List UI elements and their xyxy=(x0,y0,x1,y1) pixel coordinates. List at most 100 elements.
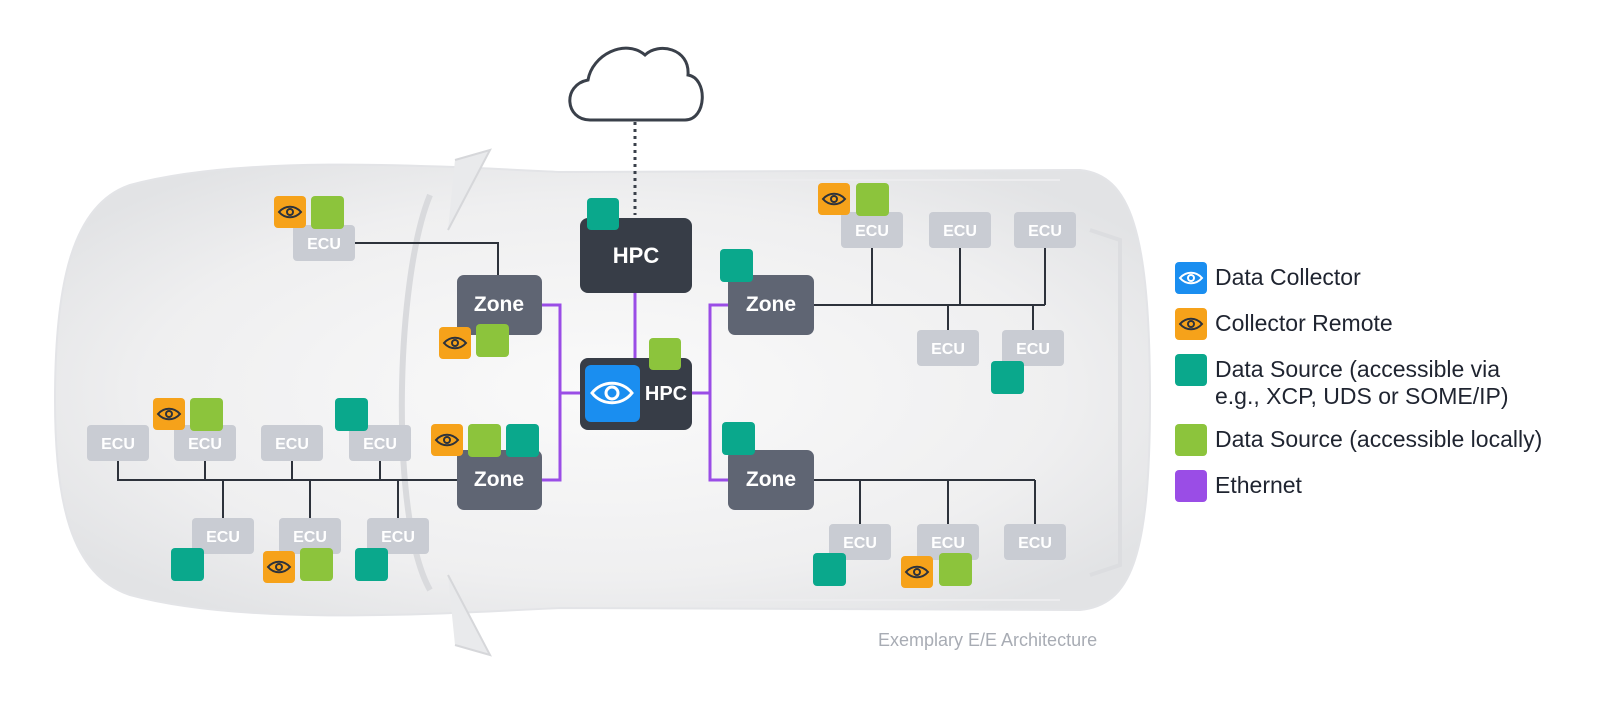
svg-text:ECU: ECU xyxy=(275,436,309,453)
hpc-top-label: HPC xyxy=(613,243,660,268)
data-source-remote-marker xyxy=(171,548,204,581)
hpc-center: HPC xyxy=(580,358,692,430)
ecu: ECU xyxy=(293,225,355,261)
collector-remote-marker xyxy=(901,556,933,588)
collector-remote-marker xyxy=(439,327,471,359)
data-source-local-marker xyxy=(468,424,501,457)
data-source-local-marker xyxy=(649,338,681,370)
ecu: ECU xyxy=(1004,524,1066,560)
ecu: ECU xyxy=(192,518,254,554)
eye-icon xyxy=(821,192,847,206)
collector-remote-swatch xyxy=(1175,308,1207,340)
ecu: ECU xyxy=(929,212,991,248)
ecu: ECU xyxy=(917,524,979,560)
legend-item-ethernet: Ethernet xyxy=(1175,470,1595,502)
svg-text:ECU: ECU xyxy=(1016,341,1050,358)
zone-label: Zone xyxy=(474,468,524,491)
collector-remote-marker xyxy=(274,196,306,228)
legend-label-line: Data Source (accessible via xyxy=(1215,356,1501,382)
ecu: ECU xyxy=(349,425,411,461)
legend-item-data-source-local: Data Source (accessible locally) xyxy=(1175,424,1595,456)
svg-text:ECU: ECU xyxy=(943,223,977,240)
legend-label: Data Collector xyxy=(1215,264,1361,290)
eye-icon xyxy=(266,560,292,574)
legend-item-collector-remote: Collector Remote xyxy=(1175,308,1595,340)
legend-label: Collector Remote xyxy=(1215,310,1393,336)
can-wiring xyxy=(117,242,1046,527)
zone-rear-right: Zone xyxy=(728,450,814,510)
data-collector-marker xyxy=(585,365,640,422)
ecu: ECU xyxy=(1002,330,1064,366)
ecu: ECU xyxy=(174,425,236,461)
ecu: ECU xyxy=(367,518,429,554)
svg-text:ECU: ECU xyxy=(188,436,222,453)
cloud-icon xyxy=(568,46,704,122)
ecu: ECU xyxy=(1014,212,1076,248)
data-source-remote-marker xyxy=(722,422,755,455)
data-source-remote-marker xyxy=(355,548,388,581)
zone-rear-left: Zone xyxy=(457,450,542,510)
legend-label: Data Source (accessible locally) xyxy=(1215,426,1543,452)
zone-label: Zone xyxy=(746,468,796,491)
data-source-local-marker xyxy=(939,553,972,586)
zone-label: Zone xyxy=(746,293,796,316)
svg-text:ECU: ECU xyxy=(931,341,965,358)
data-source-local-marker xyxy=(190,398,223,431)
hpc-center-label: HPC xyxy=(645,383,687,405)
svg-text:ECU: ECU xyxy=(843,535,877,552)
ecu: ECU xyxy=(279,518,341,554)
legend-item-data-collector: Data Collector xyxy=(1175,262,1595,294)
zone-label: Zone xyxy=(474,293,524,316)
eye-icon xyxy=(434,433,460,447)
data-source-local-marker xyxy=(300,548,333,581)
collector-remote-marker xyxy=(263,551,295,583)
data-source-remote-marker xyxy=(991,361,1024,394)
svg-text:ECU: ECU xyxy=(307,236,341,253)
svg-text:ECU: ECU xyxy=(293,529,327,546)
svg-text:ECU: ECU xyxy=(1028,223,1062,240)
ecu: ECU xyxy=(829,524,891,560)
ethernet-wiring xyxy=(540,293,728,482)
zone-front-right: Zone xyxy=(728,275,814,335)
ecu: ECU xyxy=(261,425,323,461)
eye-icon xyxy=(442,336,468,350)
collector-remote-marker xyxy=(153,398,185,430)
svg-text:ECU: ECU xyxy=(855,223,889,240)
eye-icon xyxy=(277,205,303,219)
ecu: ECU xyxy=(87,425,149,461)
data-source-remote-marker xyxy=(720,249,753,282)
collector-remote-marker xyxy=(431,424,463,456)
legend-label-line: e.g., XCP, UDS or SOME/IP) xyxy=(1215,383,1509,409)
ecu: ECU xyxy=(917,330,979,366)
data-source-remote-marker xyxy=(335,398,368,431)
data-source-remote-marker xyxy=(506,424,539,457)
data-source-remote-swatch xyxy=(1175,354,1207,386)
svg-text:ECU: ECU xyxy=(381,529,415,546)
data-source-remote-marker xyxy=(813,553,846,586)
legend-item-data-source-remote: Data Source (accessible via e.g., XCP, U… xyxy=(1175,354,1595,410)
collector-remote-marker xyxy=(818,183,850,215)
legend: Data Collector Collector Remote Data Sou… xyxy=(1175,262,1595,516)
diagram-caption: Exemplary E/E Architecture xyxy=(878,630,1098,650)
zone-front-left: Zone xyxy=(457,275,542,335)
data-source-local-marker xyxy=(856,183,889,216)
data-collector-swatch xyxy=(1175,262,1207,294)
svg-text:ECU: ECU xyxy=(1018,535,1052,552)
data-source-remote-marker xyxy=(587,198,619,230)
eye-icon xyxy=(156,407,182,421)
ecu: ECU xyxy=(841,212,903,248)
eye-icon xyxy=(1178,271,1204,285)
eye-icon xyxy=(904,565,930,579)
eye-icon xyxy=(1178,317,1204,331)
hpc-top: HPC xyxy=(580,218,692,293)
ethernet-swatch xyxy=(1175,470,1207,502)
data-source-local-marker xyxy=(476,324,509,357)
data-source-local-marker xyxy=(311,196,344,229)
legend-label: Data Source (accessible via e.g., XCP, U… xyxy=(1215,354,1509,410)
svg-text:ECU: ECU xyxy=(206,529,240,546)
legend-label: Ethernet xyxy=(1215,472,1302,498)
svg-text:ECU: ECU xyxy=(931,535,965,552)
data-source-local-swatch xyxy=(1175,424,1207,456)
eye-icon xyxy=(590,381,634,405)
